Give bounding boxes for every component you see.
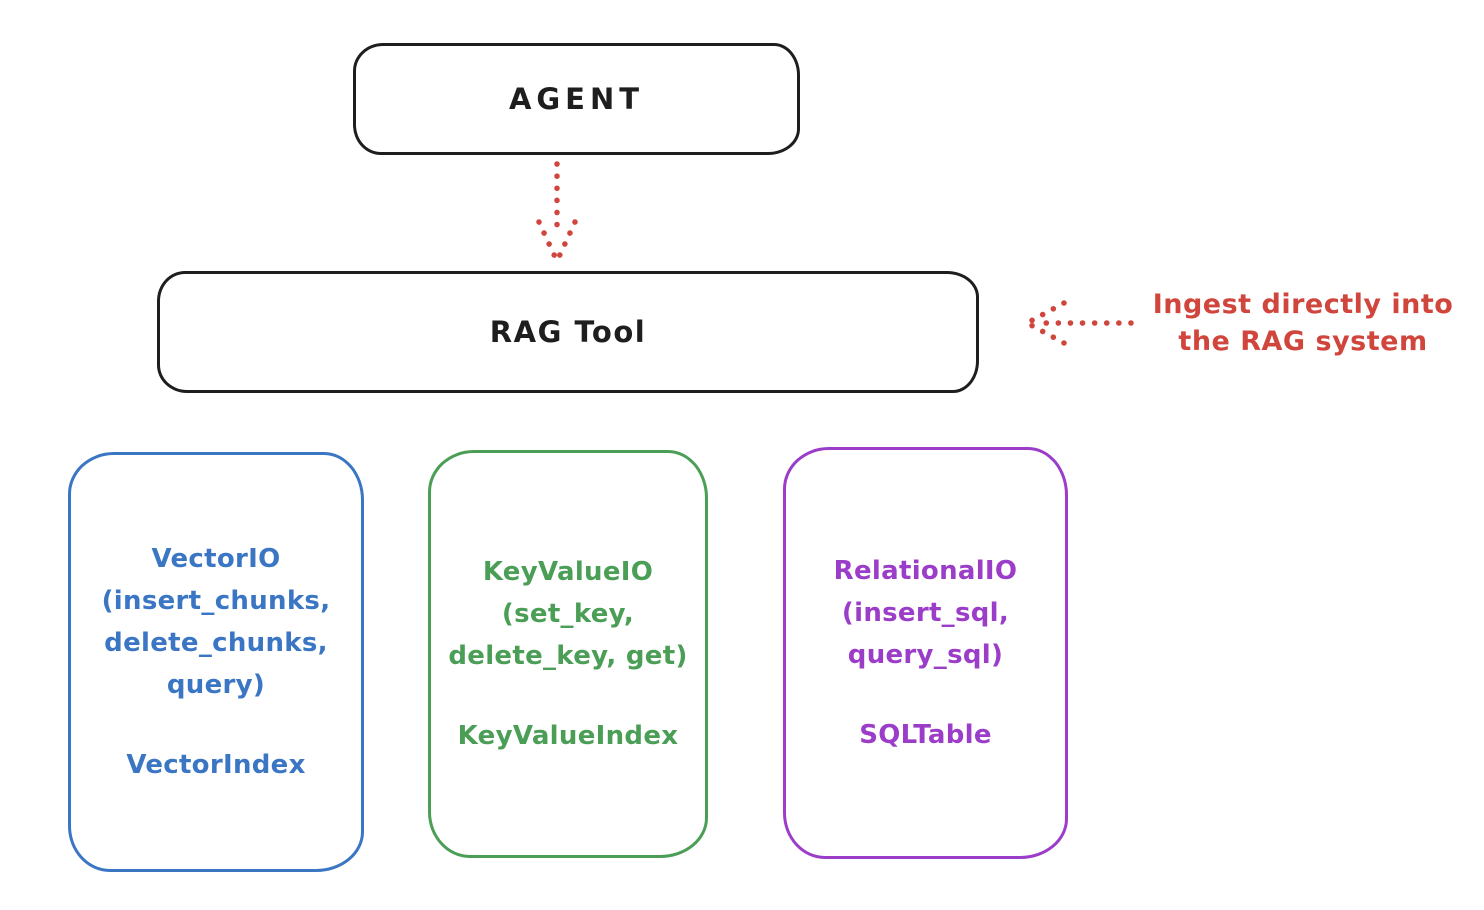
method-signature-line: VectorIO (151, 544, 281, 574)
method-signature-line: KeyValueIO (482, 557, 654, 587)
method-signature-line: query_sql) (847, 640, 1004, 670)
method-signature-line: (set_key, (501, 599, 635, 629)
index-label: SQLTable (859, 720, 992, 750)
method-signature-line: delete_chunks, (104, 628, 328, 658)
agent-node: AGENT (353, 43, 800, 155)
agent-label: AGENT (508, 82, 645, 116)
agent-to-rag-arrow-icon (536, 161, 578, 262)
method-signature-line: delete_key, get) (448, 641, 688, 671)
annotation-text: Ingest directly into the RAG system (1128, 286, 1478, 360)
method-signature-line: query) (166, 670, 266, 700)
rag-tool-label: RAG Tool (489, 315, 647, 349)
annotation-line: Ingest directly into (1152, 289, 1454, 320)
method-signature-line: (insert_sql, (841, 598, 1010, 628)
annotation-line: the RAG system (1178, 326, 1428, 357)
keyvalue-io-node: KeyValueIO (set_key, delete_key, get) Ke… (428, 450, 708, 858)
method-signature-line: RelationalIO (833, 556, 1018, 586)
method-signature-line: (insert_chunks, (101, 586, 331, 616)
index-label: KeyValueIndex (457, 721, 679, 751)
vector-io-node: VectorIO (insert_chunks, delete_chunks, … (68, 452, 364, 872)
annotation-arrow-icon (1026, 300, 1134, 346)
relational-io-node: RelationalIO (insert_sql, query_sql) SQL… (783, 447, 1068, 859)
index-label: VectorIndex (126, 750, 306, 780)
rag-tool-node: RAG Tool (157, 271, 979, 393)
